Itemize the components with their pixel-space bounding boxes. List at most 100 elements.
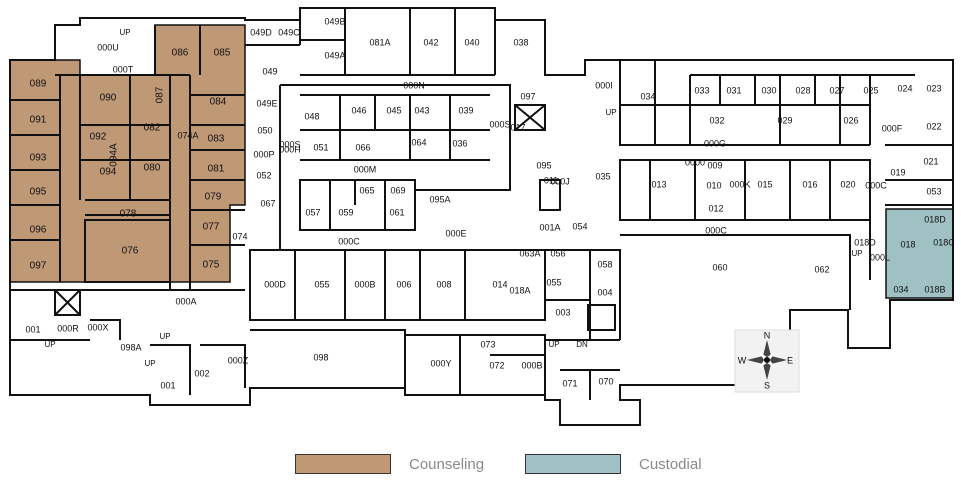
room-label-custodial: 018B xyxy=(924,284,945,294)
room-label-counseling: 097 xyxy=(30,261,47,272)
room-label: 074 xyxy=(232,231,247,241)
room-label: 062 xyxy=(814,264,829,274)
room-label: 006 xyxy=(396,279,411,289)
room-label: 056 xyxy=(550,248,565,258)
stairs-label: UP xyxy=(548,340,559,349)
room-label-counseling: 082 xyxy=(144,123,161,134)
room-label: 034 xyxy=(893,284,908,294)
room-label-counseling: 077 xyxy=(203,222,220,233)
room-label-counseling: 079 xyxy=(205,192,222,203)
room-label: 072 xyxy=(489,360,504,370)
room-label-counseling: 080 xyxy=(144,163,161,174)
room-label: 069 xyxy=(390,185,405,195)
room-label-counseling: 076 xyxy=(122,246,139,257)
room-label: 031 xyxy=(726,85,741,95)
room-label: 040 xyxy=(464,37,479,47)
room-label: 038 xyxy=(513,37,528,47)
room-label: 000K xyxy=(729,179,750,189)
room-label: 059 xyxy=(338,207,353,217)
room-label: 000P xyxy=(253,149,274,159)
room-label: 004 xyxy=(597,287,612,297)
stairs-label: UP xyxy=(119,28,130,37)
room-label: 039 xyxy=(458,105,473,115)
room-label: 015 xyxy=(757,179,772,189)
room-label: 018D xyxy=(854,237,876,247)
compass-letter: W xyxy=(738,355,747,365)
room-label: 000T xyxy=(113,64,134,74)
room-label: 021 xyxy=(923,156,938,166)
room-label-counseling: 086 xyxy=(172,48,189,59)
room-label: 000X xyxy=(87,322,108,332)
room-label-counseling: 085 xyxy=(214,48,231,59)
room-label-counseling: 075 xyxy=(203,260,220,271)
stairs-label: UP xyxy=(605,108,616,117)
room-label: 049A xyxy=(324,50,345,60)
room-label: 052 xyxy=(256,170,271,180)
room-label: 046 xyxy=(351,105,366,115)
custodial-label: Custodial xyxy=(639,455,702,473)
room-label: 000U xyxy=(97,42,119,52)
room-label: 060 xyxy=(712,262,727,272)
stairs-label: UP xyxy=(44,340,55,349)
room-label: 045 xyxy=(386,105,401,115)
room-label: 049B xyxy=(324,16,345,26)
room-label-custodial: 018D xyxy=(924,214,946,224)
room-label: 035 xyxy=(595,171,610,181)
room-label-counseling: 087 xyxy=(155,86,166,103)
stairs-label: UP xyxy=(159,332,170,341)
room-label: 065 xyxy=(359,185,374,195)
room-label: 074A xyxy=(177,130,198,140)
room-label: 014 xyxy=(492,279,507,289)
room-label: 029 xyxy=(777,115,792,125)
room-label-counseling: 094 xyxy=(100,167,117,178)
room-label-counseling: 093 xyxy=(30,153,47,164)
room-label: 000B xyxy=(521,360,542,370)
room-label: 043 xyxy=(414,105,429,115)
room-label: 098 xyxy=(313,352,328,362)
room-label-counseling: 084 xyxy=(210,97,227,108)
room-label: 049 xyxy=(262,66,277,76)
room-label: 000Z xyxy=(228,355,249,365)
stairs-label: UP xyxy=(144,359,155,368)
room-label-counseling: 095 xyxy=(30,187,47,198)
room-label: 000J xyxy=(550,176,570,186)
room-label: 081A xyxy=(369,37,390,47)
room-label: 000M xyxy=(354,164,377,174)
room-label: 097 xyxy=(520,91,535,101)
compass-letter: S xyxy=(764,380,770,390)
room-label-counseling: 081 xyxy=(208,164,225,175)
room-label: 000C xyxy=(865,180,887,190)
room-label: 027 xyxy=(829,85,844,95)
room-label: 023 xyxy=(926,83,941,93)
room-label: 000L xyxy=(870,252,890,262)
compass-rose xyxy=(734,329,800,393)
room-label: 000E xyxy=(445,228,466,238)
room-label: 000S xyxy=(279,139,300,149)
room-label: 026 xyxy=(843,115,858,125)
room-label: 012 xyxy=(708,203,723,213)
compass-letter: E xyxy=(787,355,793,365)
room-label: 028 xyxy=(795,85,810,95)
room-label: 018A xyxy=(509,285,530,295)
room-label: 042 xyxy=(423,37,438,47)
room-label: 030 xyxy=(761,85,776,95)
room-label: 001 xyxy=(25,324,40,334)
room-label: 017 xyxy=(510,122,525,132)
room-label: 016 xyxy=(802,179,817,189)
room-label: 050 xyxy=(257,125,272,135)
room-label: 049C xyxy=(278,27,300,37)
room-label-counseling: 089 xyxy=(30,79,47,90)
room-label: 053 xyxy=(926,186,941,196)
room-label: 095A xyxy=(429,194,450,204)
room-label: 073 xyxy=(480,339,495,349)
room-label: 024 xyxy=(897,83,912,93)
room-label: 009 xyxy=(707,160,722,170)
room-label: 010 xyxy=(706,180,721,190)
legend-custodial: Custodial xyxy=(525,452,702,476)
room-label: 055 xyxy=(314,279,329,289)
room-label: 000S xyxy=(489,119,510,129)
room-label: 000C xyxy=(705,225,727,235)
room-label: 058 xyxy=(597,259,612,269)
